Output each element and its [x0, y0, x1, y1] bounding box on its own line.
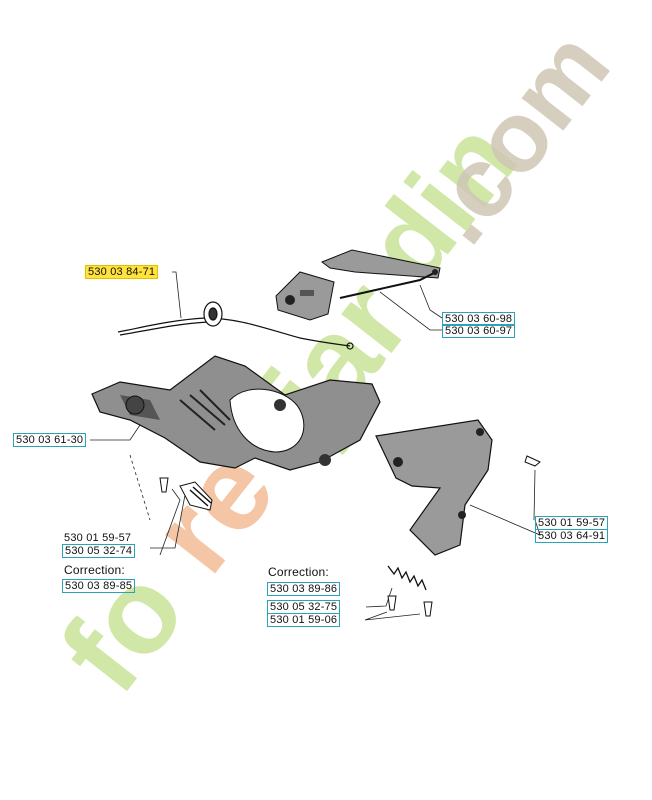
- part-label-530-03-61-30[interactable]: 530 03 61-30: [13, 433, 87, 447]
- screws: [159, 455, 541, 617]
- part-label-530-01-59-57-right[interactable]: 530 01 59-57: [535, 516, 609, 530]
- part-label-530-03-89-85[interactable]: 530 03 89-85: [62, 579, 136, 593]
- handle-housing: [91, 355, 381, 471]
- part-label-530-03-60-98[interactable]: 530 03 60-98: [442, 312, 516, 326]
- part-label-530-05-32-75[interactable]: 530 05 32-75: [267, 600, 341, 614]
- part-label-530-01-59-57-left: 530 01 59-57: [64, 532, 132, 544]
- part-label-530-01-59-06[interactable]: 530 01 59-06: [267, 613, 341, 627]
- part-label-530-03-84-71[interactable]: 530 03 84-71: [85, 265, 159, 279]
- small-bracket: [275, 271, 335, 321]
- part-label-530-05-32-74[interactable]: 530 05 32-74: [62, 544, 136, 558]
- throttle-cable: [117, 301, 354, 350]
- right-handle-bracket: [375, 419, 493, 556]
- throttle-lever: [320, 249, 441, 299]
- part-label-530-03-64-91[interactable]: 530 03 64-91: [535, 529, 609, 543]
- correction-label-left: Correction:: [64, 563, 125, 577]
- correction-label-right: Correction:: [268, 565, 329, 579]
- leader-lines: [90, 271, 541, 621]
- part-label-530-03-60-97[interactable]: 530 03 60-97: [442, 324, 516, 338]
- spring: [387, 565, 427, 591]
- part-label-530-03-89-86[interactable]: 530 03 89-86: [267, 582, 341, 596]
